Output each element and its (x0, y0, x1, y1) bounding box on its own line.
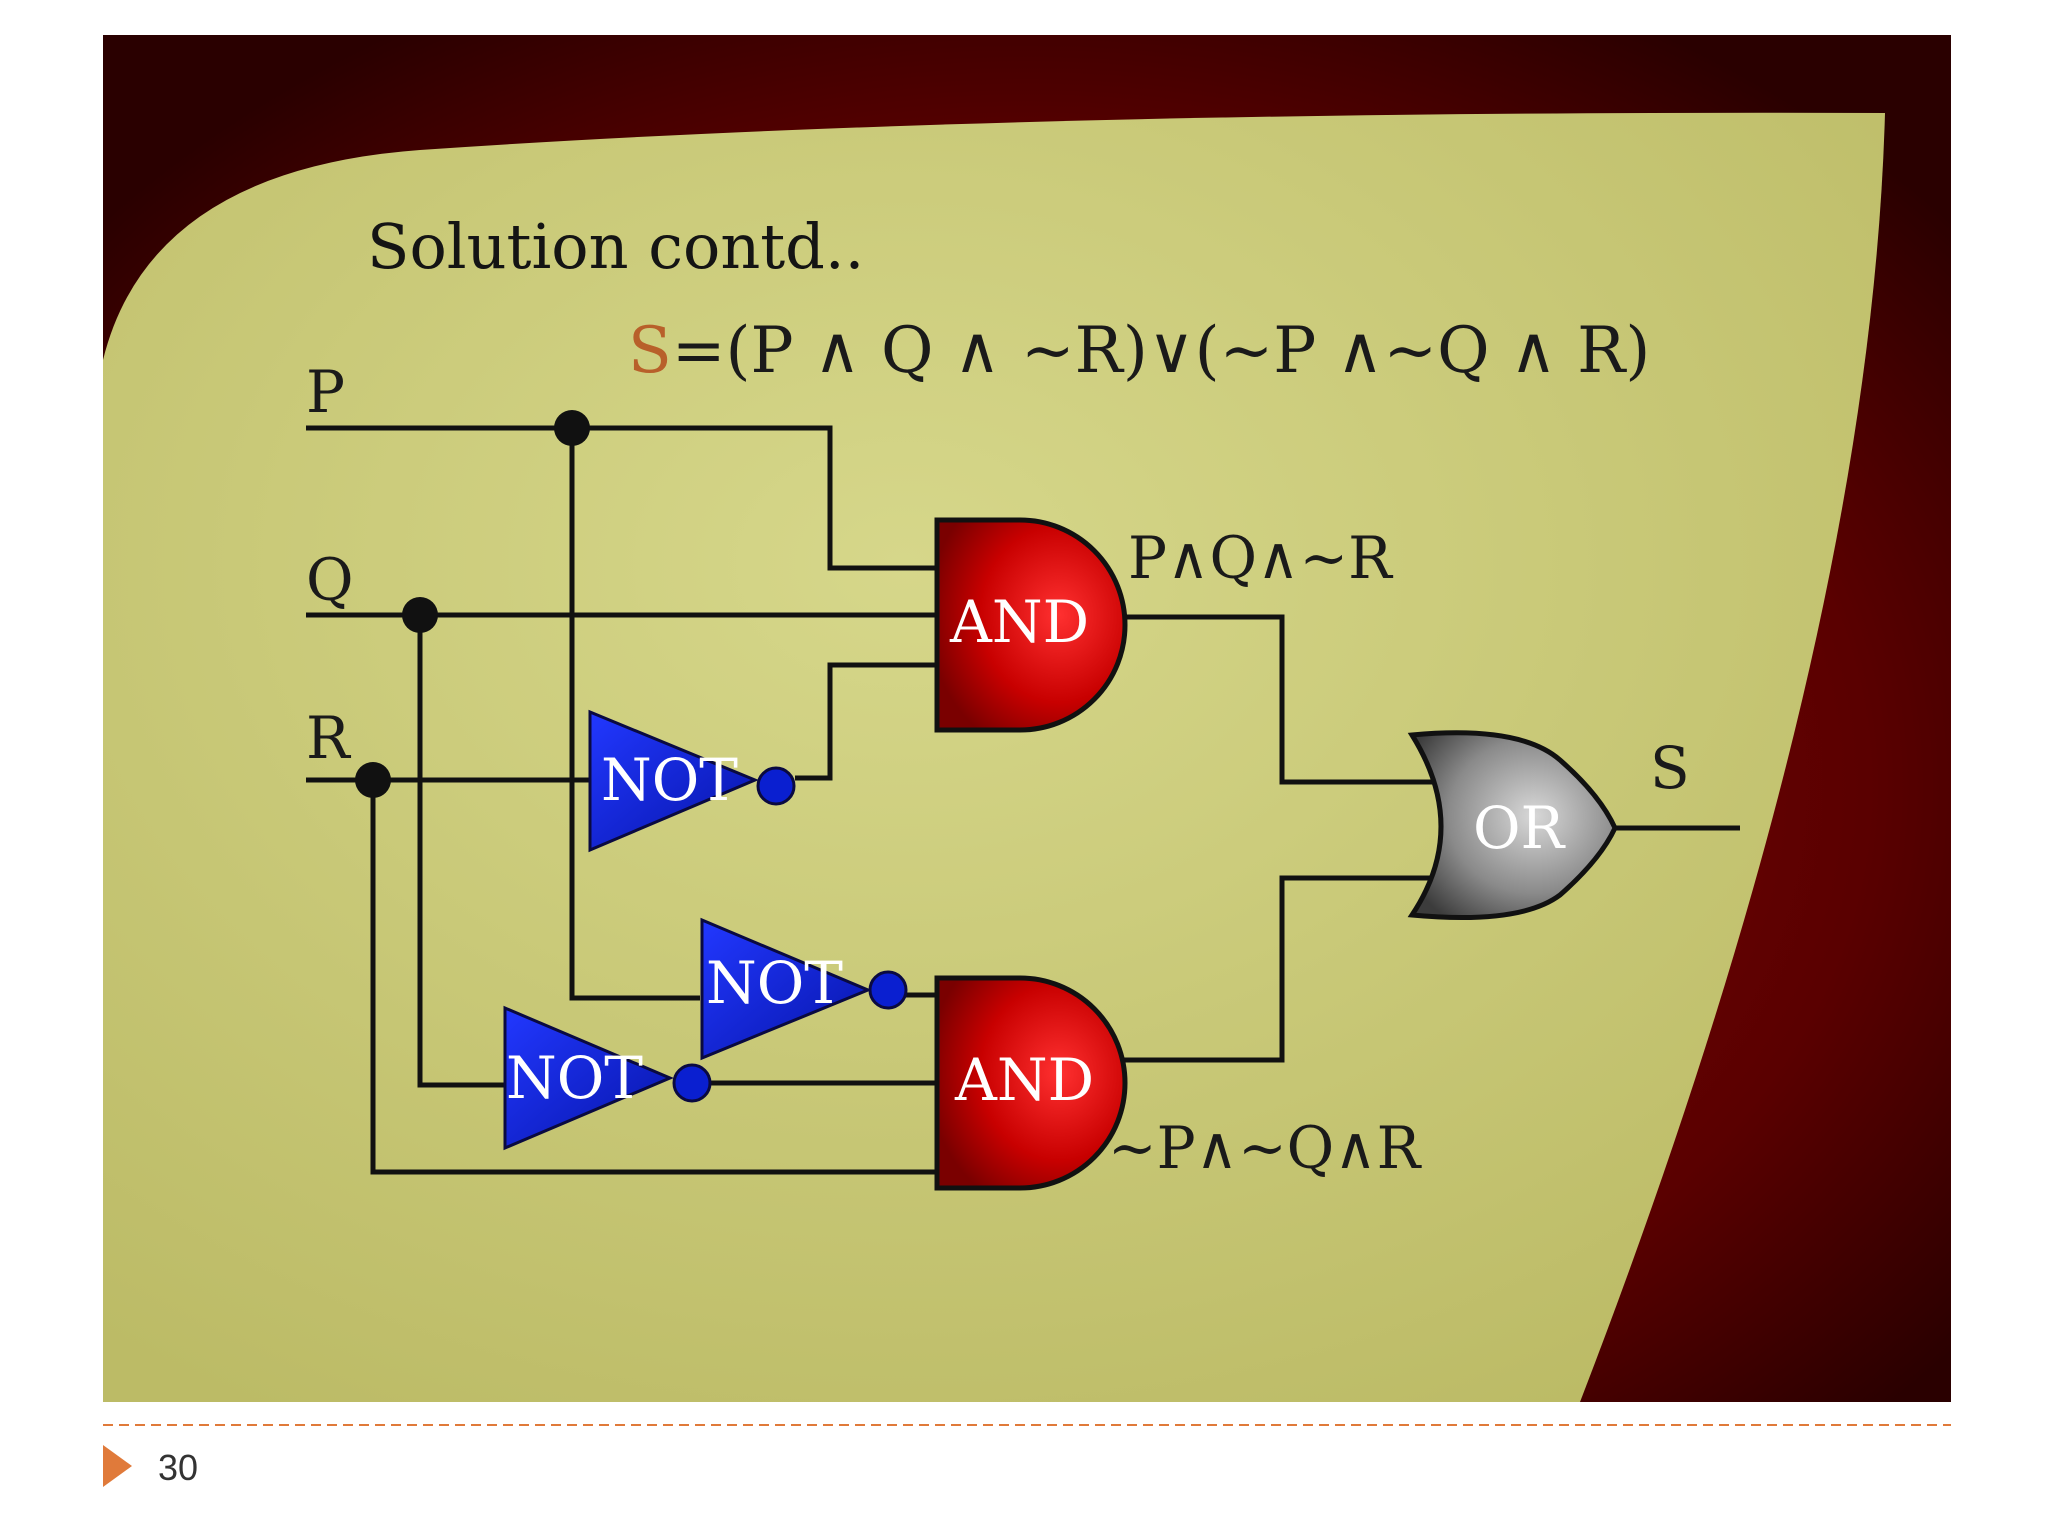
not-gate-r-label: NOT (601, 746, 738, 814)
and-gate-top-label: AND (949, 588, 1089, 656)
and-bottom-output-label: ~P∧~Q∧R (1108, 1114, 1423, 1182)
input-label-p: P (306, 358, 345, 426)
junction-dot-q (402, 597, 438, 633)
not-gate-p-bubble (868, 970, 908, 1010)
slide-number: 30 (158, 1447, 198, 1488)
boolean-equation: S=(P ∧ Q ∧ ~R)∨(~P ∧~Q ∧ R) (628, 314, 1650, 388)
footer-arrow-icon (103, 1445, 132, 1487)
equation-expression: =(P ∧ Q ∧ ~R)∨(~P ∧~Q ∧ R) (672, 314, 1650, 388)
junction-dot-r (355, 762, 391, 798)
not-gate-p: NOT (700, 917, 908, 1061)
not-gate-r: NOT (588, 709, 796, 853)
not-gate-q: NOT (503, 1005, 712, 1151)
or-gate-label: OR (1473, 794, 1567, 862)
equation-output-symbol: S (628, 314, 672, 388)
and-top-output-label: P∧Q∧~R (1128, 524, 1394, 592)
input-label-r: R (306, 704, 352, 772)
not-gate-r-bubble (756, 766, 796, 806)
slide-title: Solution contd.. (367, 210, 864, 283)
or-gate: OR (1407, 730, 1618, 920)
not-gate-q-bubble (672, 1063, 712, 1103)
input-label-q: Q (306, 546, 354, 614)
not-gate-q-label: NOT (506, 1044, 643, 1112)
and-gate-bottom: AND (934, 975, 1128, 1191)
content-panel (103, 112, 1885, 1403)
junction-dot-p (554, 410, 590, 446)
output-label-s: S (1650, 734, 1690, 802)
and-gate-bottom-label: AND (954, 1046, 1094, 1114)
not-gate-p-label: NOT (706, 949, 843, 1017)
and-gate-top: AND (934, 517, 1128, 733)
